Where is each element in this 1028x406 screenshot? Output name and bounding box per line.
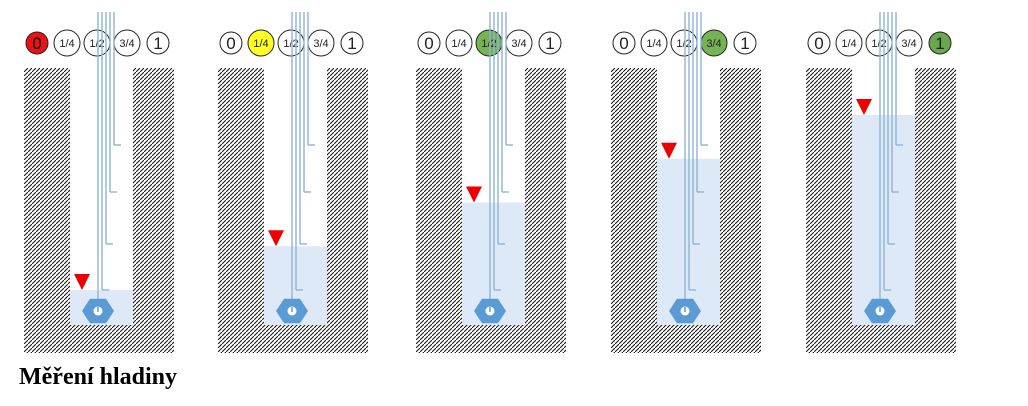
level-indicator-label: 1/4 [253, 38, 268, 50]
level-indicator-label: 1 [740, 34, 749, 53]
triangle-down-icon [856, 99, 872, 115]
level-indicator-label: 1/4 [59, 38, 74, 50]
level-indicator-circle [25, 31, 49, 55]
level-indicator-circle [340, 31, 364, 55]
level-indicator-circle [146, 31, 170, 55]
triangle-down-icon [466, 186, 482, 203]
level-indicator-circle [417, 31, 441, 55]
tank-diagram-1: 0 1/4 1/2 3/4 1 [24, 12, 174, 353]
level-indicator-label: 1/2 [481, 38, 496, 50]
level-indicator-label: 1/2 [89, 38, 104, 50]
level-indicator-circle [640, 29, 668, 57]
level-indicator-circle [538, 31, 562, 55]
level-indicator-label: 0 [226, 34, 235, 53]
tank-diagram-4: 0 1/4 1/2 3/4 1 [611, 12, 761, 353]
triangle-down-icon [268, 230, 284, 247]
level-indicator-circle [247, 29, 275, 57]
level-indicator-circle [219, 31, 243, 55]
level-indicator-label: 1/2 [871, 38, 886, 50]
level-indicator-label: 1/2 [283, 38, 298, 50]
level-indicator-circle [807, 31, 831, 55]
tank-diagram-2: 0 1/4 1/2 3/4 1 [218, 12, 368, 353]
level-indicator-label: 1 [935, 34, 944, 53]
level-indicator-circle [733, 31, 757, 55]
level-indicator-label: 0 [619, 34, 628, 53]
level-indicator-label: 1 [347, 34, 356, 53]
tank-diagram-3: 0 1/4 1/2 3/4 1 [416, 12, 566, 353]
level-indicator-label: 1 [153, 34, 162, 53]
triangle-down-icon [74, 274, 90, 290]
level-indicator-label: 3/4 [119, 38, 134, 50]
caption: Měření hladiny [19, 364, 178, 390]
level-indicator-label: 3/4 [511, 38, 526, 50]
tank-diagram-5: 0 1/4 1/2 3/4 1 [806, 12, 956, 353]
level-indicator-label: 0 [814, 34, 823, 53]
level-indicator-circle [928, 31, 952, 55]
level-indicator-circle [445, 29, 473, 57]
level-indicator-label: 3/4 [706, 38, 721, 50]
level-indicator-circle [53, 29, 81, 57]
level-indicator-label: 1/2 [676, 38, 691, 50]
triangle-down-icon [661, 142, 677, 159]
level-indicator-circle [835, 29, 863, 57]
level-indicator-label: 3/4 [901, 38, 916, 50]
level-indicator-label: 0 [32, 34, 41, 53]
level-indicator-label: 1/4 [646, 38, 661, 50]
level-indicator-circle [612, 31, 636, 55]
level-indicator-label: 0 [424, 34, 433, 53]
level-indicator-label: 3/4 [313, 38, 328, 50]
level-indicator-label: 1 [545, 34, 554, 53]
level-indicator-label: 1/4 [451, 38, 466, 50]
level-indicator-label: 1/4 [841, 38, 856, 50]
